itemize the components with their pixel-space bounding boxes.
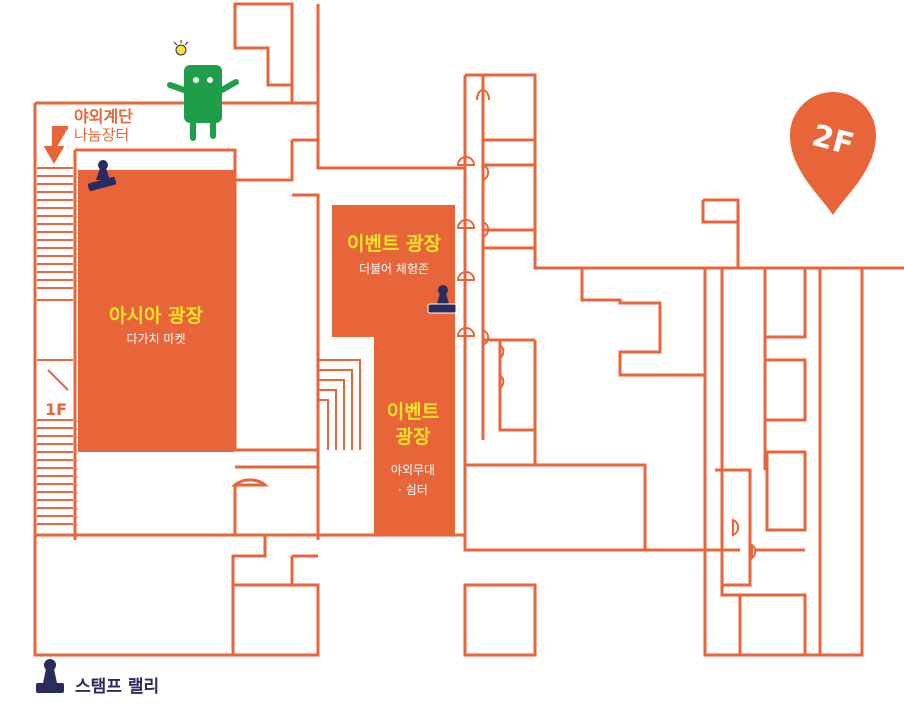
- outdoor-stairs-label[interactable]: 야외계단 나눔장터: [43, 107, 133, 164]
- lightbulb-icon: [173, 40, 189, 56]
- arrow-down-icon: [43, 126, 68, 164]
- asia-plaza-subtitle: 다가치 마켓: [126, 332, 185, 346]
- asia-plaza-title: 아시아 광장: [109, 305, 204, 327]
- event-plaza-lower-title-1: 이벤트: [387, 401, 439, 423]
- outdoor-stairs-title: 야외계단: [74, 107, 133, 126]
- floor-1f-marker[interactable]: 1F: [45, 369, 69, 419]
- stamp-rally-legend: 스탬프 랠리: [36, 659, 159, 697]
- event-plaza-upper-subtitle: 더불어 체험존: [359, 262, 429, 276]
- stamp-icon[interactable]: [87, 160, 117, 192]
- asia-plaza[interactable]: 아시아 광장 다가치 마켓: [78, 170, 234, 452]
- event-plaza-upper[interactable]: 이벤트 광장 더불어 체험존: [332, 205, 455, 337]
- stamp-rally-label: 스탬프 랠리: [75, 676, 159, 697]
- event-plaza-lower-title-2: 광장: [396, 426, 431, 448]
- floor-badge: 2F: [790, 92, 876, 215]
- stamp-icon[interactable]: [427, 285, 457, 314]
- event-plaza-lower[interactable]: 이벤트 광장 야외무대 · 쉼터: [374, 337, 455, 535]
- outdoor-stairs-subtitle: 나눔장터: [74, 126, 129, 144]
- center-rooms: [316, 73, 904, 657]
- event-plaza-lower-subtitle-2: · 쉼터: [398, 483, 428, 497]
- stamp-icon: [36, 659, 64, 693]
- floor-1f-label: 1F: [45, 400, 67, 419]
- mascot: [167, 40, 239, 141]
- event-plaza-lower-subtitle-1: 야외무대: [391, 463, 435, 477]
- event-plaza-upper-title: 이벤트 광장: [347, 233, 442, 255]
